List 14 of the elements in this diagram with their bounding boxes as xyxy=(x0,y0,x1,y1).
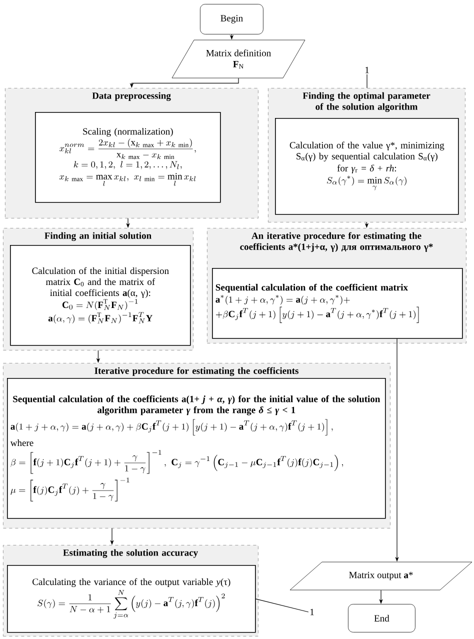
connector-label: 1 xyxy=(310,608,314,616)
terminal-box: Begin xyxy=(200,4,264,34)
connector-label: 1 xyxy=(365,66,369,74)
io-parallelogram: Matrix definition F$_{N}$ xyxy=(172,40,306,78)
process-box: Sequential calculation of the coefficient matrix $\mathbf{a}^{*}(1+j+\alpha,\gamma^{*})=\mathbf{a}(j+\alpha,\gamma^{*})+$ $+\beta\mathbf{C}_{j}\mathbf{f}^{T}(j+1)\left[y(j+1)-\mathbf{a}^{T}(j+\alpha,\gamma^{*})\mathbf{f}^{T}(j+1)\right]$ xyxy=(212,268,463,339)
process-box: Calculating the variance of the output variable y(τ) $S(\gamma)=\frac{1}{N-\alpha+1}\sum_{j=\alpha}^{N}\left(y(j)-\mathbf{a}^{T}(j,\gamma)\mathbf{f}^{T}(j)\right)^{2}$ xyxy=(7,565,256,633)
process-box: Scaling (normalization) $x_{kl}^{norm}=\frac{2x_{kl}-\left(\mathrm{x}_{k\,\max}+x_{k\,\min}\right)}{\mathrm{x}_{k\,\max}-x_{k\,\min}},$ $k=0,1,2,\ l=1,2,\dots,N_{l},$ $x_{k\,\max}=\max_{l}x_{kl},\ x_{l\,\min}=\min_{l}x_{kl}$ xyxy=(35,112,221,203)
process-box: Sequential calculation of the coefficients a(1+ j + α, γ) for the initial value of the solution algorithm parameter γ from the range δ ≤ γ < 1 $\mathbf{a}(1+j+\alpha,\gamma)=\mathbf{a}(j+\alpha,\gamma)+\beta\mathbf{C}_{j}\mathbf{f}^{T}(j+1)\left[y(j+1)-\mathbf{a}^{T}(j+\alpha,\gamma)\mathbf{f}^{T}(j+1)\right],$ where $\beta=\left[\mathbf{f}(j+1)\mathbf{C}_{j}\mathbf{f}^{T}(j+1)+\frac{\gamma}{1-\gamma}\right]^{-1},\ \mathbf{C}_{j}=\gamma^{-1}\left(\mathbf{C}_{j-1}-\mu\mathbf{C}_{j-1}\mathbf{f}^{T}(j)\mathbf{f}(j)\mathbf{C}_{j-1}\right),$ $\mu=\left[\mathbf{f}(j)\mathbf{C}_{j}\mathbf{f}^{T}(j)+\frac{\gamma}{1-\gamma}\right]^{-1}$ xyxy=(7,378,386,519)
connector-line xyxy=(366,74,368,88)
io-parallelogram: Matrix output a* xyxy=(290,562,472,590)
terminal-box: End xyxy=(348,604,416,632)
process-box: Calculation of the initial dispersion matrix C$_{0}$ and the matrix of initial coefficients a(α, γ): $\mathbf{C}_{0}=N(\mathbf{F}_{N}^{\mathrm{T}}\mathbf{F}_{N})^{-1}$ $\mathbf{a}(\alpha,\gamma)=(\mathbf{F}_{N}^{\mathrm{T}}\mathbf{F}_{N})^{-1}\mathbf{F}_{N}^{T}\mathbf{Y}$ xyxy=(10,245,191,346)
process-box: Calculation of the value γ*, minimizing S$_{α}$(γ) by sequential calculation S$_{α}$(γ) for γ$_{r}$ = δ + rh: $S_{\alpha}(\gamma^{*})=\min_{\gamma}S_{\alpha}(\gamma)$ xyxy=(275,118,459,215)
connector-line xyxy=(256,598,309,612)
